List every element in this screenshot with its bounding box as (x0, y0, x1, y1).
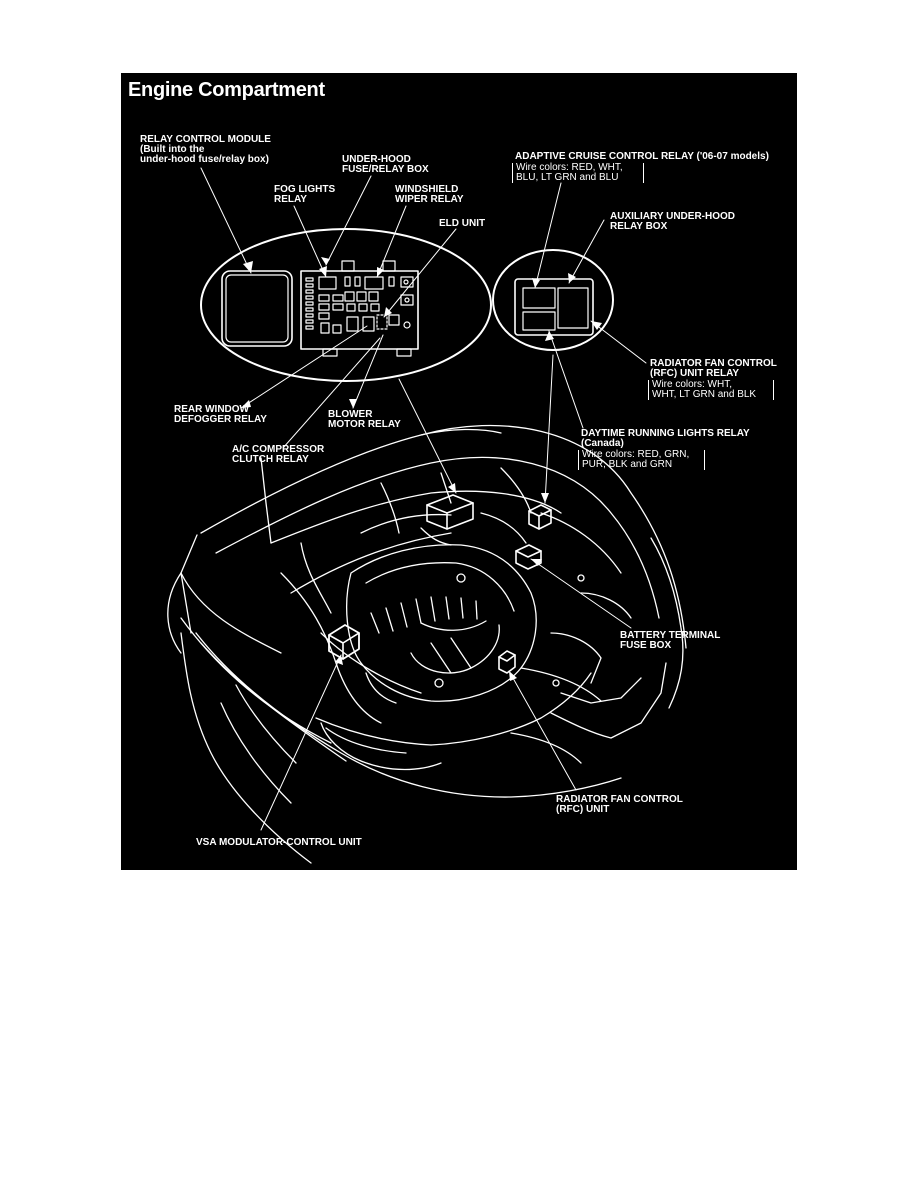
label-daytime-running-lights-relay: DAYTIME RUNNING LIGHTS RELAY (Canada) (581, 428, 750, 449)
arrowheads (241, 257, 602, 681)
page-title: Engine Compartment (128, 79, 325, 101)
label-fog-lights-relay: FOG LIGHTS RELAY (274, 184, 336, 205)
label-radiator-fan-control-unit: RADIATOR FAN CONTROL (RFC) UNIT (556, 794, 683, 815)
auxiliary-relay-box-callout (492, 249, 614, 351)
label-eld-unit: ELD UNIT (439, 218, 486, 229)
under-hood-fuse-box-callout (200, 228, 492, 382)
label-adaptive-cruise-control-wires: Wire colors: RED, WHT, BLU, LT GRN and B… (516, 162, 623, 183)
label-daytime-running-lights-relay-wires: Wire colors: RED, GRN, PUR, BLK and GRN (582, 449, 690, 470)
label-under-hood-fuse-relay-box: UNDER-HOOD FUSE/RELAY BOX (342, 154, 429, 175)
diagram-artwork (167, 167, 687, 864)
bracket-radiator-fan-control-unit-relay-wires (648, 380, 774, 400)
engine-compartment-diagram: Engine Compartment RELAY CONTROL MODULE … (121, 73, 797, 870)
label-adaptive-cruise-control-relay: ADAPTIVE CRUISE CONTROL RELAY ('06-07 mo… (515, 151, 769, 162)
component-blocks (328, 494, 552, 674)
label-relay-control-module: RELAY CONTROL MODULE (Built into the und… (140, 134, 271, 165)
label-vsa-modulator-control-unit: VSA MODULATOR-CONTROL UNIT (196, 837, 362, 848)
leader-lines (200, 167, 647, 831)
label-radiator-fan-control-unit-relay-wires: Wire colors: WHT, WHT, LT GRN and BLK (652, 379, 757, 400)
label-battery-terminal-fuse-box: BATTERY TERMINAL FUSE BOX (620, 630, 721, 651)
label-ac-compressor-clutch-relay: A/C COMPRESSOR CLUTCH RELAY (232, 444, 325, 465)
label-windshield-wiper-relay: WINDSHIELD WIPER RELAY (395, 184, 464, 205)
vehicle-line-art (167, 424, 687, 864)
label-rear-window-defogger-relay: REAR WINDOW DEFOGGER RELAY (174, 404, 267, 425)
label-blower-motor-relay: BLOWER MOTOR RELAY (328, 409, 401, 430)
label-auxiliary-under-hood-relay-box: AUXILIARY UNDER-HOOD RELAY BOX (610, 211, 736, 232)
label-radiator-fan-control-unit-relay: RADIATOR FAN CONTROL (RFC) UNIT RELAY (650, 358, 777, 379)
bracket-daytime-running-lights-relay-wires (578, 450, 705, 470)
bracket-adaptive-cruise-control-wires (512, 163, 644, 183)
